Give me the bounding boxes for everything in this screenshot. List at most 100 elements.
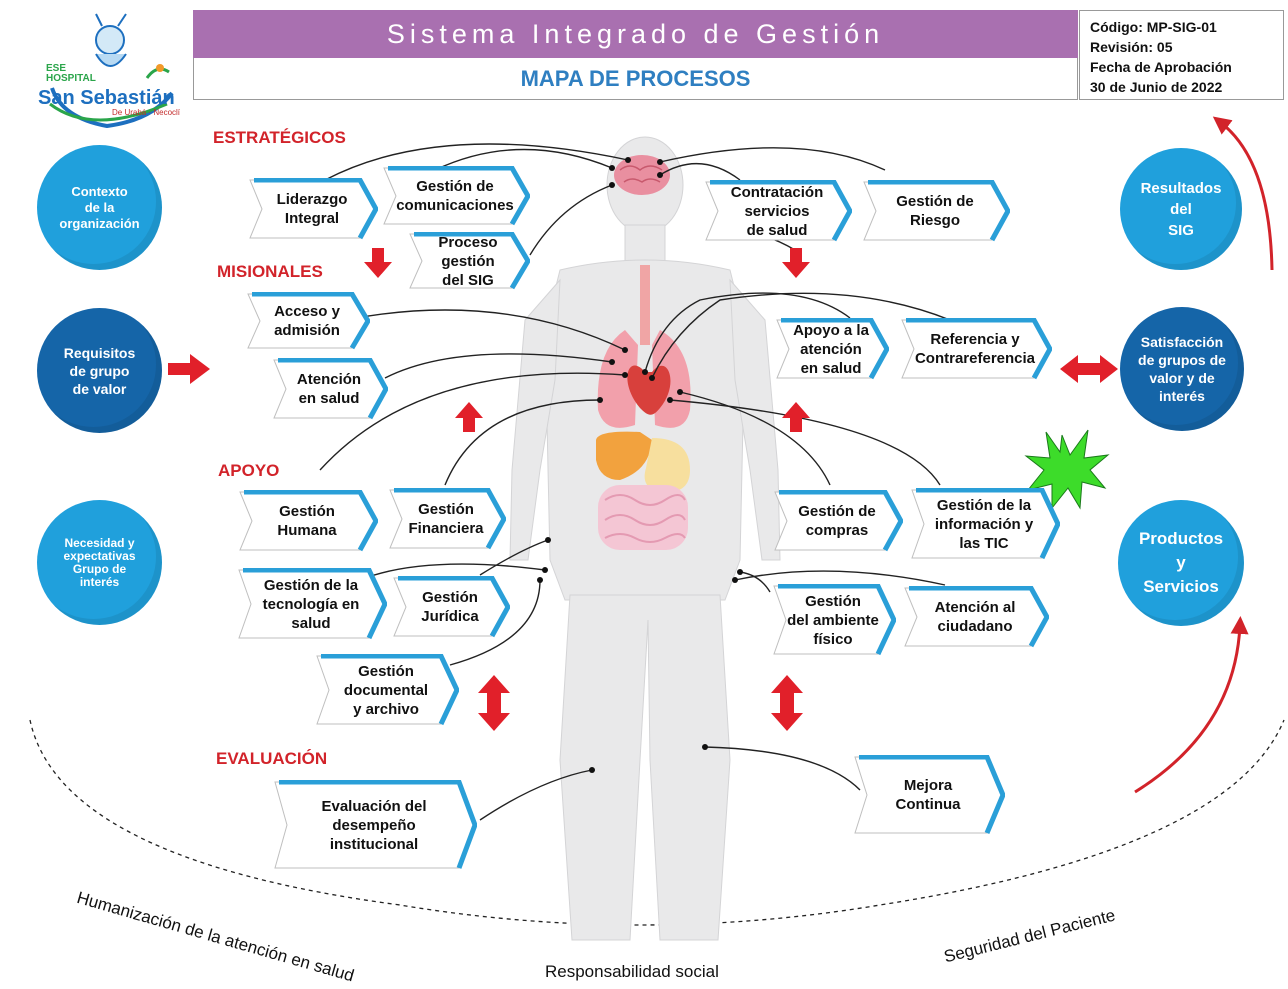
input-requisitos: Requisitos de grupo de valor	[37, 308, 162, 433]
process-acceso-line: Acceso y	[274, 302, 340, 321]
process-ambiente-line: Gestión	[787, 592, 879, 611]
section-apoyo: APOYO	[218, 461, 279, 481]
process-ciudadano-line: Atención al	[935, 598, 1016, 617]
contexto-line2: de la	[59, 200, 139, 216]
process-liderazgo-line: Integral	[277, 209, 348, 228]
process-ambiente-line: físico	[787, 630, 879, 649]
satisfaccion-line4: interés	[1138, 387, 1226, 405]
output-resultados: Resultados del SIG	[1120, 148, 1242, 270]
resultados-line1: Resultados	[1141, 178, 1222, 199]
process-apoyo-atencion-line: atención	[793, 340, 869, 359]
process-ciudadano: Atención alciudadano	[903, 586, 1049, 648]
revision-text: Revisión: 05	[1090, 37, 1273, 57]
process-sig-line: del SIG	[422, 271, 514, 290]
fecha-text: 30 de Junio de 2022	[1090, 77, 1273, 97]
process-acceso-line: admisión	[274, 321, 340, 340]
process-humana-line: Gestión	[277, 502, 336, 521]
process-ambiente: Gestióndel ambientefísico	[772, 584, 896, 656]
process-informacion-line: las TIC	[935, 534, 1033, 553]
logo-place: De Urabá · Necoclí	[112, 108, 180, 117]
process-juridica-line: Gestión	[421, 588, 479, 607]
process-apoyo-atencion-line: Apoyo a la	[793, 321, 869, 340]
process-acceso-label: Acceso yadmisión	[260, 292, 354, 350]
necesidad-line1: Necesidad y	[63, 537, 135, 550]
contexto-line3: organización	[59, 216, 139, 232]
process-atencion-salud: Atenciónen salud	[272, 358, 388, 420]
logo-hospital-text: HOSPITAL	[46, 74, 96, 84]
process-contratacion-line: servicios	[731, 202, 824, 221]
process-humana-line: Humana	[277, 521, 336, 540]
process-documental-line: documental	[344, 681, 428, 700]
process-apoyo-atencion-line: en salud	[793, 359, 869, 378]
process-comunicaciones-line: Gestión de	[396, 177, 514, 196]
resultados-line2: del	[1141, 199, 1222, 220]
process-apoyo-atencion: Apoyo a laatenciónen salud	[775, 318, 889, 380]
process-ciudadano-label: Atención alciudadano	[917, 586, 1033, 648]
process-documental-line: y archivo	[344, 700, 428, 719]
process-referencia-line: Referencia y	[915, 330, 1035, 349]
intestines-icon	[598, 485, 688, 550]
process-humana-label: GestiónHumana	[252, 490, 362, 552]
process-evaluacion-desempeno-line: Evaluación del	[321, 797, 426, 816]
process-evaluacion-desempeno: Evaluación deldesempeñoinstitucional	[273, 780, 477, 870]
header-title: Sistema Integrado de Gestión	[193, 10, 1078, 58]
logo-ese: ESE HOSPITAL	[46, 64, 96, 84]
process-liderazgo-line: Liderazgo	[277, 190, 348, 209]
process-humana: GestiónHumana	[238, 490, 378, 552]
input-necesidad: Necesidad y expectativas Grupo de interé…	[37, 500, 162, 625]
process-documental-line: Gestión	[344, 662, 428, 681]
process-documental-label: Gestióndocumentaly archivo	[329, 654, 443, 726]
satisfaccion-line3: valor y de	[1138, 369, 1226, 387]
necesidad-line2: expectativas	[63, 550, 135, 563]
process-informacion-line: información y	[935, 515, 1033, 534]
process-atencion-salud-line: en salud	[297, 389, 361, 408]
process-ambiente-label: Gestióndel ambientefísico	[786, 584, 880, 656]
requisitos-line1: Requisitos	[64, 344, 136, 362]
process-riesgo-line: Gestión de	[896, 192, 974, 211]
process-comunicaciones-line: comunicaciones	[396, 196, 514, 215]
section-misionales: MISIONALES	[217, 262, 323, 282]
process-atencion-salud-line: Atención	[297, 370, 361, 389]
process-riesgo: Gestión deRiesgo	[862, 180, 1010, 242]
aorta-icon	[640, 265, 650, 345]
process-tecnologia: Gestión de latecnología ensalud	[237, 568, 387, 640]
process-mejora-line: Mejora	[896, 776, 961, 795]
necesidad-line3: Grupo de	[63, 563, 135, 576]
section-evaluacion: EVALUACIÓN	[216, 749, 327, 769]
process-atencion-salud-label: Atenciónen salud	[286, 358, 372, 420]
satisfaccion-line1: Satisfacción	[1138, 333, 1226, 351]
process-riesgo-line: Riesgo	[896, 211, 974, 230]
curved-arrow-productos	[1135, 625, 1240, 792]
resultados-line3: SIG	[1141, 220, 1222, 241]
process-mejora-line: Continua	[896, 795, 961, 814]
fecha-label: Fecha de Aprobación	[1090, 57, 1273, 77]
process-evaluacion-desempeno-line: institucional	[321, 835, 426, 854]
header-subtitle: MAPA DE PROCESOS	[193, 58, 1078, 100]
process-compras-line: Gestión de	[798, 502, 876, 521]
process-tecnologia-line: salud	[263, 614, 360, 633]
requisitos-line3: de valor	[64, 380, 136, 398]
process-informacion-label: Gestión de lainformación ylas TIC	[924, 488, 1044, 560]
process-contratacion-line: Contratación	[731, 183, 824, 202]
process-financiera-line: Financiera	[408, 519, 483, 538]
process-referencia-line: Contrareferencia	[915, 349, 1035, 368]
